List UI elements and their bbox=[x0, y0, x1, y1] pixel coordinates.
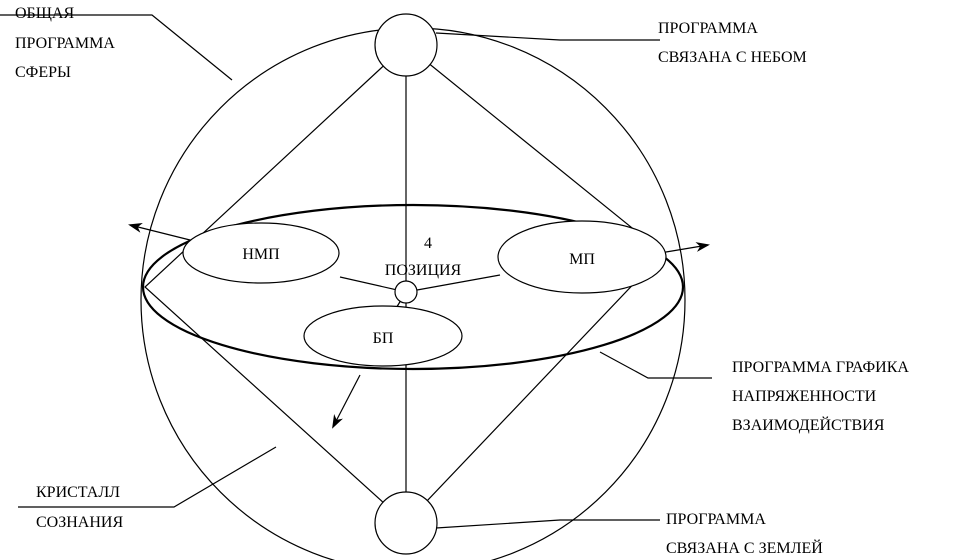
spoke-mp bbox=[405, 274, 501, 293]
node-nmp bbox=[182, 222, 340, 284]
tension-program-line-1: ПРОГРАММА ГРАФИКА bbox=[732, 359, 909, 376]
sky-program-line-2: СВЯЗАНА С НЕБОМ bbox=[658, 49, 807, 66]
node-mp bbox=[497, 220, 667, 294]
nmp-label: НМП bbox=[242, 246, 280, 263]
leader-earth-program bbox=[435, 519, 660, 529]
sphere-program-line-2: ПРОГРАММА bbox=[15, 35, 115, 52]
arrow-down bbox=[332, 374, 361, 429]
sphere-program-line-1: ОБЩАЯ bbox=[15, 5, 74, 22]
center-position-circle bbox=[394, 280, 418, 304]
earth-program-line-2: СВЯЗАНА С ЗЕМЛЕЙ bbox=[666, 538, 823, 557]
leader-tension-program bbox=[599, 351, 712, 379]
mp-label: МП bbox=[569, 251, 595, 268]
top-pole-circle bbox=[374, 13, 438, 77]
node-bp bbox=[303, 305, 463, 367]
sphere-program-line-3: СФЕРЫ bbox=[15, 64, 71, 81]
sky-program-line-1: ПРОГРАММА bbox=[658, 20, 758, 37]
position-label: ПОЗИЦИЯ bbox=[385, 262, 462, 279]
crystal-line-1: КРИСТАЛЛ bbox=[36, 484, 120, 501]
leader-crystal bbox=[18, 446, 277, 508]
arrow-left bbox=[128, 223, 191, 241]
tension-program-line-3: ВЗАИМОДЕЙСТВИЯ bbox=[732, 415, 885, 434]
tension-program-line-2: НАПРЯЖЕННОСТИ bbox=[732, 388, 877, 405]
earth-program-line-1: ПРОГРАММА bbox=[666, 511, 766, 528]
arrow-right bbox=[659, 242, 710, 254]
bp-label: БП bbox=[373, 330, 394, 347]
leader-sphere-program bbox=[0, 14, 233, 81]
bottom-pole-circle bbox=[374, 491, 438, 555]
crystal-line-2: СОЗНАНИЯ bbox=[36, 514, 123, 531]
equator-ellipse bbox=[141, 203, 685, 371]
position-number: 4 bbox=[424, 235, 432, 252]
leader-sky-program bbox=[435, 32, 660, 41]
